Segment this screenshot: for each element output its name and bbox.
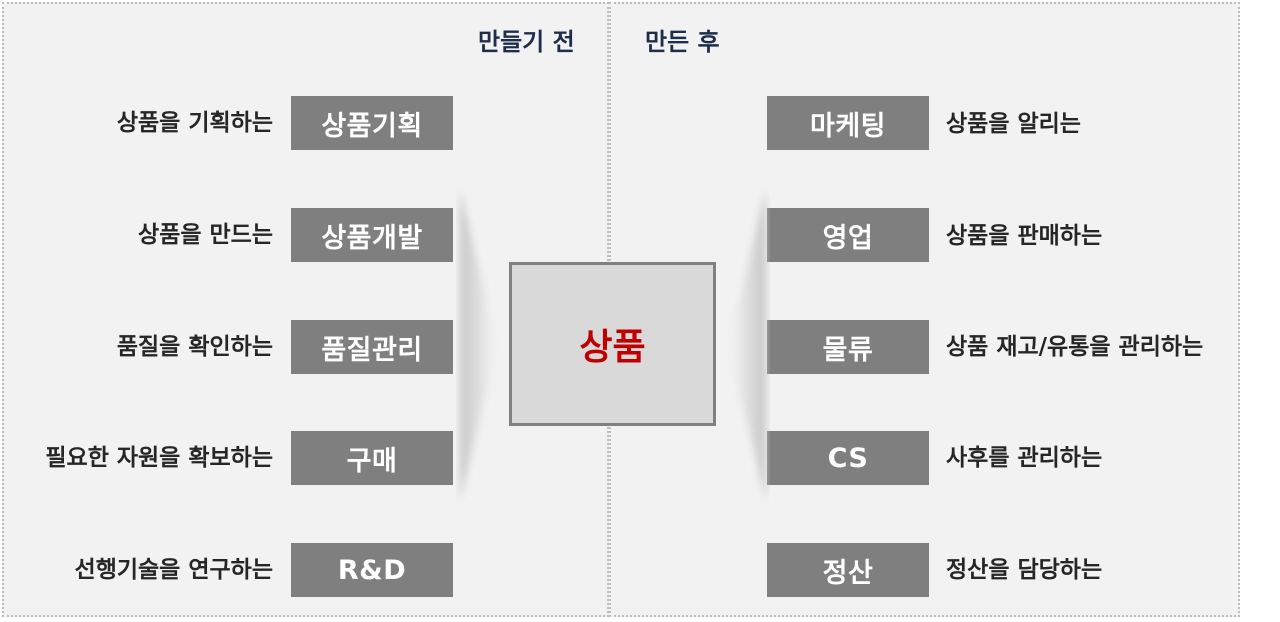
after-box-5: 정산: [767, 543, 929, 597]
after-desc-1: 상품을 알리는: [946, 111, 1081, 137]
after-box-4: CS: [767, 431, 929, 485]
arrow-left-icon: [728, 190, 766, 500]
before-desc-3: 품질을 확인하는: [116, 334, 273, 360]
after-desc-3: 상품 재고/유통을 관리하는: [946, 334, 1204, 360]
center-product-box: 상품: [509, 262, 716, 426]
before-desc-1: 상품을 기획하는: [116, 110, 273, 136]
after-box-2: 영업: [767, 208, 929, 262]
after-box-3: 물류: [767, 320, 929, 374]
before-box-5: R&D: [291, 543, 453, 597]
after-box-1: 마케팅: [767, 96, 929, 150]
after-desc-2: 상품을 판매하는: [946, 223, 1103, 249]
heading-before: 만들기 전: [478, 28, 575, 56]
before-desc-5: 선행기술을 연구하는: [74, 557, 273, 583]
arrow-right-icon: [460, 190, 498, 500]
before-box-2: 상품개발: [291, 208, 453, 262]
after-desc-4: 사후를 관리하는: [946, 445, 1103, 471]
before-desc-4: 필요한 자원을 확보하는: [45, 445, 273, 471]
heading-after: 만든 후: [645, 28, 720, 56]
before-desc-2: 상품을 만드는: [138, 222, 273, 248]
after-desc-5: 정산을 담당하는: [946, 557, 1103, 583]
before-box-4: 구매: [291, 431, 453, 485]
before-box-3: 품질관리: [291, 320, 453, 374]
before-box-1: 상품기획: [291, 96, 453, 150]
center-label: 상품: [579, 327, 646, 368]
